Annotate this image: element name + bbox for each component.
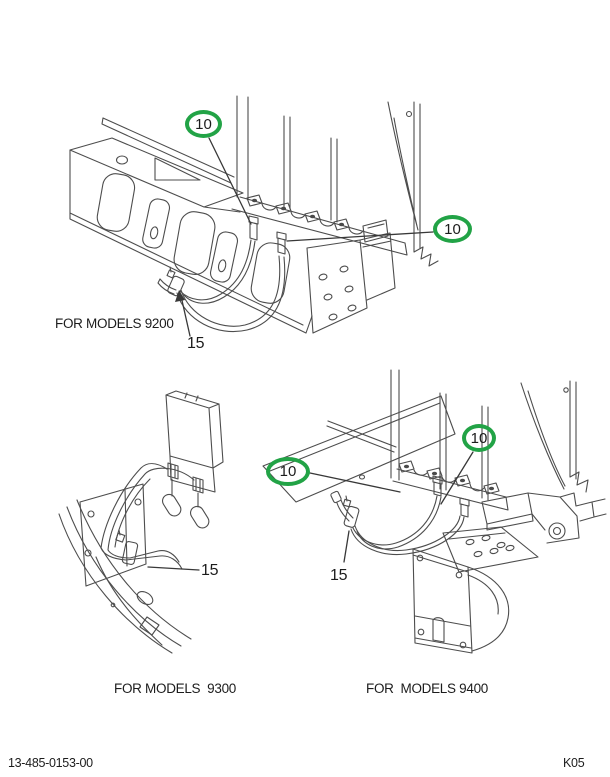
callout-oval-10-9400-right: 10: [462, 424, 496, 452]
fitting-10-right: [276, 231, 287, 255]
caption-models-9400: FOR MODELS 9400: [366, 681, 488, 696]
callout-15-9300: 15: [201, 562, 219, 579]
callout-oval-10-9400-left: 10: [266, 457, 310, 486]
callout-oval-10-9200-right: 10: [433, 215, 472, 243]
frame-channel: [69, 149, 313, 334]
fender-curve: [520, 382, 566, 490]
bracket-plate: [442, 526, 539, 573]
leader-line: [180, 295, 191, 337]
hose-clip: [342, 495, 360, 528]
callout-label: 10: [470, 429, 488, 447]
figure-9300-drawing: [58, 390, 224, 654]
bumper-rail: [392, 468, 509, 511]
figure-9400-drawing: [262, 369, 607, 654]
callout-label: 10: [279, 463, 297, 480]
leader-line: [147, 566, 200, 571]
callout-oval-10-9200-left: 10: [185, 110, 222, 138]
hose-clip: [166, 266, 185, 297]
hose-drawing: [330, 490, 465, 556]
tube-clip: [115, 529, 139, 565]
leader-line: [286, 231, 434, 242]
callout-label: 10: [195, 115, 212, 133]
rod-line: [101, 117, 235, 184]
fitting-10-right: [459, 497, 470, 518]
leader-line: [440, 451, 474, 505]
leader-line: [343, 530, 350, 563]
callout-label: 10: [444, 220, 461, 238]
frame-top-flange: [69, 137, 244, 208]
leader-line: [309, 472, 401, 493]
fitting-10-left: [432, 475, 443, 497]
caption-models-9200: FOR MODELS 9200: [55, 316, 174, 331]
figure-9200-drawing: [69, 95, 439, 337]
leader-arrowhead: [175, 290, 185, 302]
fitting-10-left: [248, 215, 259, 241]
fender-curves: [58, 499, 192, 654]
mount-bracket: [306, 239, 368, 334]
mount-plate: [79, 483, 147, 587]
callout-15-9400: 15: [330, 567, 348, 584]
tube-bundle: [100, 463, 195, 570]
document-number: 13-485-0153-00: [8, 756, 93, 770]
hose-drawing: [157, 239, 286, 332]
fender-curve: [387, 101, 419, 231]
splash-panel: [262, 395, 456, 503]
reservoir: [165, 390, 224, 493]
vertical-bracket: [412, 548, 473, 654]
callout-15-9200: 15: [187, 335, 205, 352]
leader-line: [208, 137, 252, 225]
page-code: K05: [563, 756, 585, 770]
caption-models-9300: FOR MODELS 9300: [114, 681, 236, 696]
cab-structure-lines: [236, 95, 338, 223]
